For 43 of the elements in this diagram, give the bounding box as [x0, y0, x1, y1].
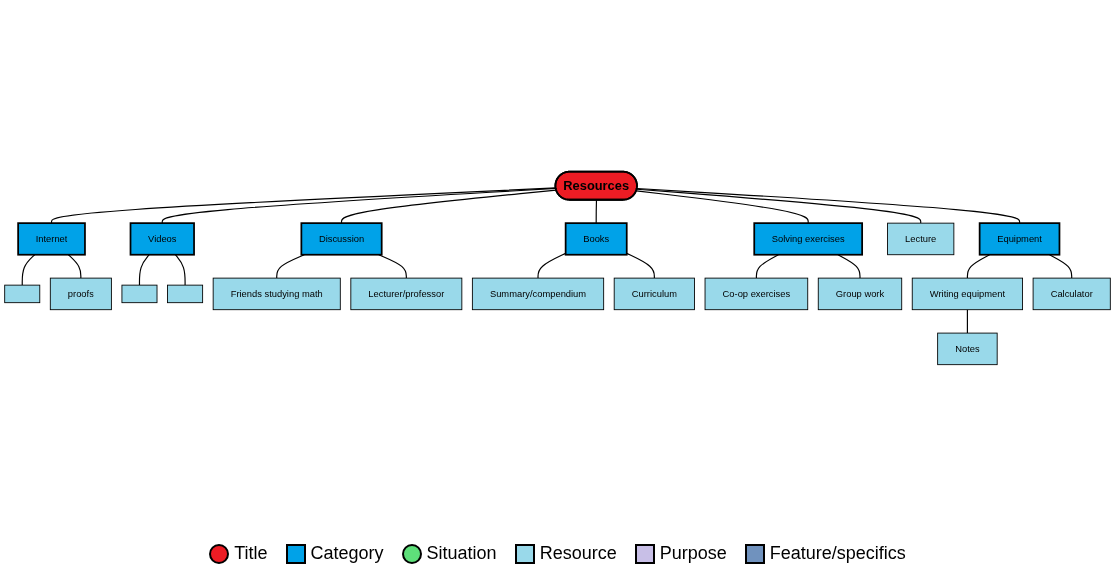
- legend-label: Category: [310, 543, 384, 564]
- node-box: Videos: [129, 222, 195, 256]
- node-box: Co-op exercises: [704, 278, 809, 311]
- connector: [67, 254, 82, 280]
- connector: [755, 254, 779, 280]
- connector: [636, 188, 1021, 225]
- connector: [21, 254, 36, 287]
- connector: [966, 309, 968, 334]
- node-box: Internet: [17, 222, 86, 256]
- legend-label: Situation: [426, 543, 497, 564]
- connector: [537, 253, 567, 280]
- node-box: Writing equipment: [911, 278, 1023, 311]
- connector: [161, 188, 557, 225]
- connector: [378, 254, 407, 280]
- connector: [276, 254, 305, 280]
- connector: [50, 187, 557, 225]
- node-box: Discussion: [300, 222, 383, 256]
- node-box: Calculator: [1032, 278, 1111, 311]
- node-box: Group work: [817, 278, 903, 311]
- connector: [635, 190, 809, 225]
- legend-label: Purpose: [659, 543, 727, 564]
- node-box: Notes: [937, 332, 998, 366]
- node-box: [167, 285, 204, 304]
- node-box: Books: [564, 222, 628, 256]
- node-box: [4, 285, 41, 304]
- node-box: Curriculum: [613, 278, 695, 311]
- connector: [626, 253, 655, 280]
- connector: [174, 254, 186, 287]
- node-box: Lecture: [887, 223, 955, 256]
- legend-label: Feature/specifics: [769, 543, 906, 564]
- node-box: Summary/compendium: [471, 278, 605, 311]
- node-box: Solving exercises: [753, 222, 863, 256]
- node-box: Equipment: [978, 222, 1061, 256]
- connector: [340, 189, 557, 225]
- legend-label: Title: [234, 543, 268, 564]
- node-box: [121, 285, 158, 304]
- node-box: proofs: [49, 278, 112, 311]
- connector: [138, 254, 150, 287]
- legend-label: Resource: [539, 543, 617, 564]
- connector: [595, 199, 598, 225]
- connector: [636, 188, 922, 225]
- node-box: Lecturer/professor: [350, 278, 463, 311]
- node-box: Friends studying math: [212, 278, 341, 311]
